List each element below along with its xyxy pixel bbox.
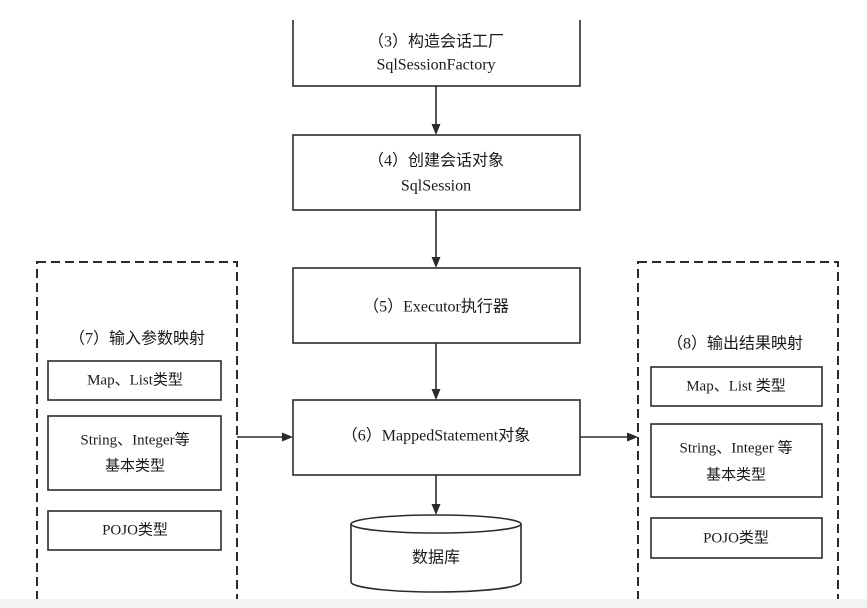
database-cylinder-body [350,524,522,593]
arrow-mapped-statement-to-database [431,475,441,515]
output-item-basic-types-line2: 基本类型 [706,466,766,483]
input-mapping-title: （7）输入参数映射 [69,330,205,348]
arrow-head [627,432,638,442]
input-item-pojo-box [47,510,222,551]
mapped-statement-label: （6）MappedStatement对象 [342,427,530,445]
arrow-head [431,257,441,268]
output-mapping-title: （8）输出结果映射 [667,335,803,353]
factory-label-line2: SqlSessionFactory [376,57,495,74]
input-item-map-list-box [47,360,222,401]
arrow-executor-to-mapped-statement [431,343,441,400]
database-node: 数据库 [350,514,522,593]
arrow-session-to-executor [431,210,441,268]
session-box [292,134,581,211]
database-cylinder-top [350,514,522,534]
output-mapping-frame [637,261,839,603]
output-item-map-list-label: Map、List 类型 [686,377,786,394]
bottom-band [0,599,867,608]
output-mapping-group: （8）输出结果映射 Map、List 类型 String、Integer 等 基… [637,261,839,603]
arrow-head [431,504,441,515]
mapped-statement-box [292,399,581,476]
input-item-map-list-label: Map、List类型 [87,371,183,388]
arrow-input-to-mapped-statement [237,432,293,442]
arrow-head [431,389,441,400]
input-item-basic-types-box [47,415,222,491]
factory-box-top-crop [280,0,600,20]
input-mapping-frame [36,261,238,603]
factory-label-line1: （3）构造会话工厂 [368,33,504,51]
executor-box [292,267,581,344]
executor-node: （5）Executor执行器 [292,267,581,344]
input-item-basic-types-line1: String、Integer等 [80,430,189,448]
arrow-mapped-statement-to-output [580,432,638,442]
arrow-head [282,432,293,442]
session-label-line1: （4）创建会话对象 [368,152,504,170]
output-item-basic-types-line1: String、Integer 等 [680,438,793,456]
database-label: 数据库 [412,549,460,567]
input-item-basic-types-line2: 基本类型 [105,457,165,474]
input-item-pojo-label: POJO类型 [102,521,168,538]
session-node: （4）创建会话对象 SqlSession [292,134,581,211]
input-mapping-group: （7）输入参数映射 Map、List类型 String、Integer等 基本类… [36,261,238,603]
mapped-statement-node: （6）MappedStatement对象 [292,399,581,476]
arrow-head [431,124,441,135]
factory-box [292,13,581,87]
executor-label: （5）Executor执行器 [363,298,509,316]
arrow-factory-to-session [431,86,441,135]
output-item-pojo-box [650,517,823,559]
output-item-pojo-label: POJO类型 [703,529,769,546]
session-label-line2: SqlSession [401,178,471,195]
output-item-basic-types-box [650,423,823,498]
factory-node: （3）构造会话工厂 SqlSessionFactory [280,0,600,87]
output-item-map-list-box [650,366,823,407]
